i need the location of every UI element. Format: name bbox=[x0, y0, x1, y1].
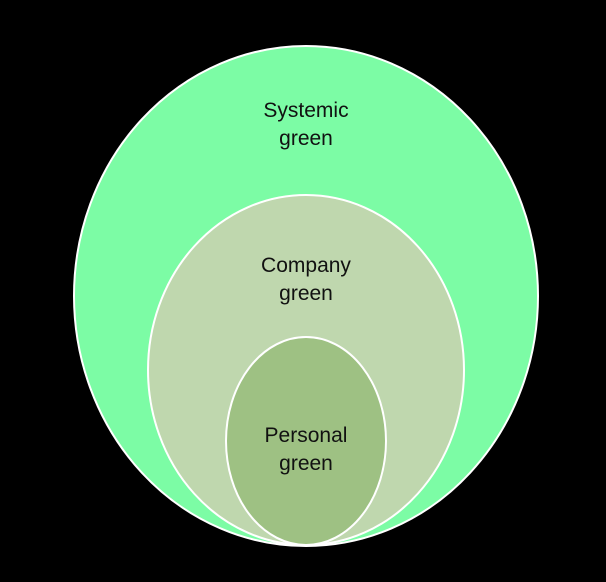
systemic-label-line-1: Systemic bbox=[263, 99, 349, 122]
systemic-label-line-2: green bbox=[279, 127, 333, 150]
company-label-line-1: Company bbox=[261, 254, 351, 277]
company-label-line-2: green bbox=[279, 282, 333, 305]
company-green-label: Company green bbox=[206, 252, 406, 308]
personal-green-ellipse bbox=[225, 336, 387, 546]
systemic-green-label: Systemic green bbox=[206, 97, 406, 153]
personal-label-line-1: Personal bbox=[264, 424, 348, 447]
personal-label-line-2: green bbox=[279, 452, 333, 475]
personal-green-label: Personal green bbox=[206, 422, 406, 478]
